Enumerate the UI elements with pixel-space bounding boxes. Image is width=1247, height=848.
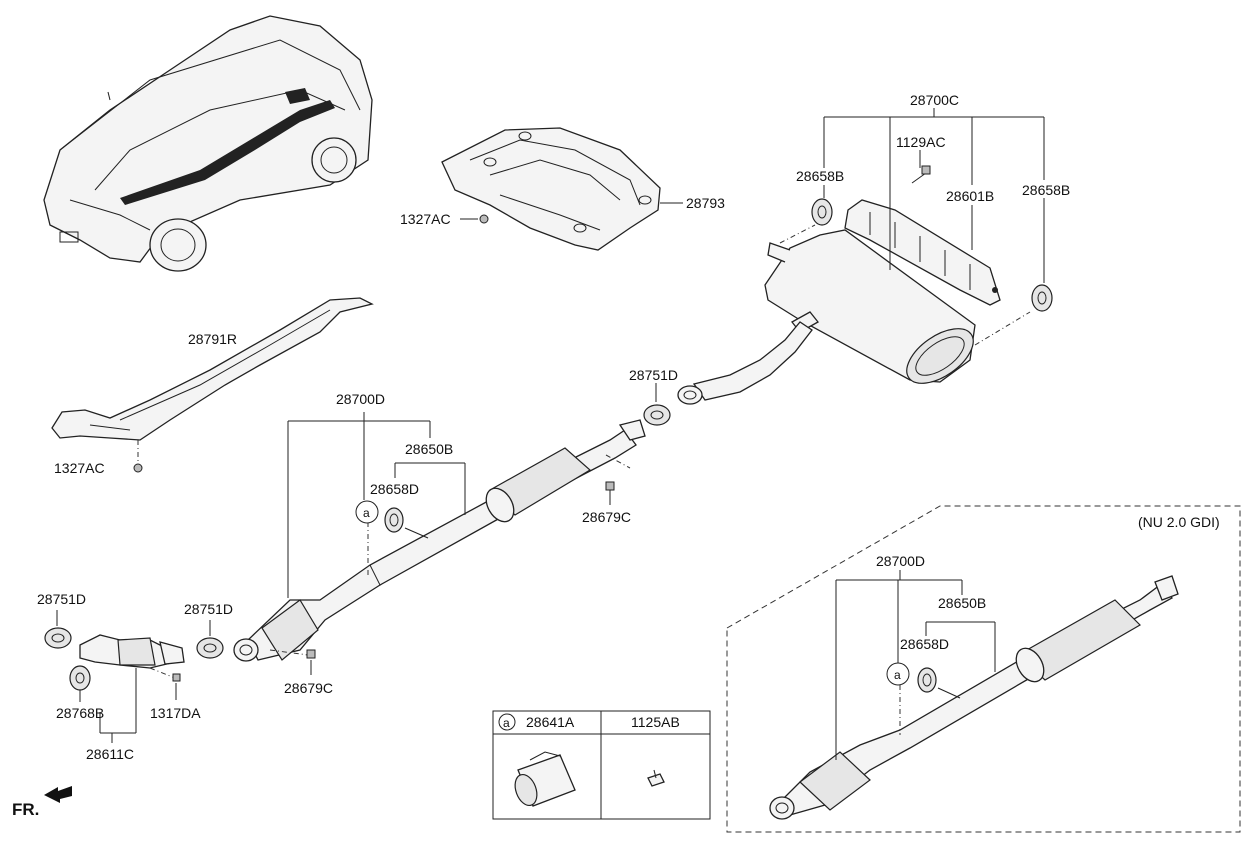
label-28751D-front-left: 28751D <box>37 591 86 607</box>
label-28650B-inset: 28650B <box>938 595 986 611</box>
label-28793: 28793 <box>686 195 725 211</box>
label-28700C: 28700C <box>910 92 959 108</box>
label-28611C: 28611C <box>86 746 134 762</box>
hanger-28658B-right <box>1031 284 1053 312</box>
bolt-1317DA <box>149 667 181 700</box>
rear-muffler-28700C <box>677 229 976 405</box>
label-28700D-inset: 28700D <box>876 553 925 569</box>
label-nu20gdi: (NU 2.0 GDI) <box>1138 514 1220 530</box>
label-1327AC-lower: 1327AC <box>54 460 105 476</box>
heat-protector-28601B <box>844 199 1001 306</box>
label-1327AC-upper: 1327AC <box>400 211 451 227</box>
circle-ref-a-2 <box>886 662 910 686</box>
label-28658D-inset: 28658D <box>900 636 949 652</box>
label-28700D: 28700D <box>336 391 385 407</box>
label-28679C-upper: 28679C <box>582 509 631 525</box>
circle-ref-a-1 <box>355 500 379 524</box>
nu20gdi-inset <box>726 505 1241 833</box>
label-28601B: 28601B <box>946 188 994 204</box>
circle-ref-a-1-text: a <box>363 506 370 520</box>
leaders-front <box>56 610 211 743</box>
label-28751D-mid: 28751D <box>629 367 678 383</box>
vehicle-illustration <box>43 15 373 272</box>
circle-ref-a-2-text: a <box>894 668 901 682</box>
table-head-a: a <box>503 716 510 730</box>
bolt-1327AC-upper <box>460 214 489 224</box>
label-28650B: 28650B <box>405 441 453 457</box>
bolt-1129AC <box>911 165 931 184</box>
label-28658B-left: 28658B <box>796 168 844 184</box>
label-28768B: 28768B <box>56 705 104 721</box>
label-1317DA: 1317DA <box>150 705 201 721</box>
label-1129AC: 1129AC <box>896 134 946 150</box>
label-28791R: 28791R <box>188 331 237 347</box>
label-28679C-lower: 28679C <box>284 680 333 696</box>
center-muffler-28700D <box>233 419 646 662</box>
leaders-28700D <box>287 383 657 598</box>
table-head-28641A: 28641A <box>526 714 575 730</box>
nut-28679C-lower <box>269 649 316 675</box>
label-28658B-right: 28658B <box>1022 182 1070 198</box>
heat-shield-28793 <box>441 127 661 251</box>
hanger-28658D <box>384 507 429 539</box>
leaders-28700C <box>660 108 1045 283</box>
hanger-28658B-left <box>811 198 833 226</box>
label-28751D-front: 28751D <box>184 601 233 617</box>
gasket-28751D-front <box>196 637 224 659</box>
under-cover-28791R <box>51 297 374 473</box>
reference-table <box>492 710 711 820</box>
label-fr: FR. <box>12 800 39 819</box>
table-head-1125AB: 1125AB <box>631 714 680 730</box>
front-direction-arrow <box>44 786 72 803</box>
part-labels: 28700C 1129AC 28658B 28601B 28658B 28793… <box>12 92 1220 819</box>
label-28658D: 28658D <box>370 481 419 497</box>
gasket-28751D-mid <box>643 404 671 426</box>
nut-28679C-upper <box>605 454 631 505</box>
front-catalytic-28611C <box>44 627 185 691</box>
